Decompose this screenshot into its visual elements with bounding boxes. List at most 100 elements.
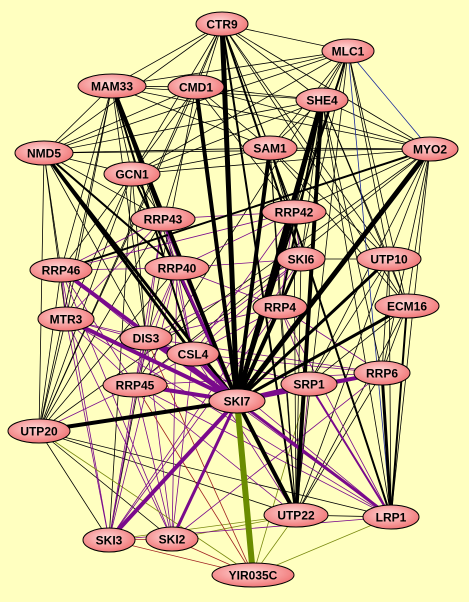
node-label: CTR9: [206, 18, 238, 32]
edge-utp20-rrp43: [38, 218, 164, 432]
edge-myo2-utp10: [388, 148, 431, 260]
edge-ski7-she4: [234, 97, 325, 404]
node-nmd5[interactable]: NMD5: [14, 140, 74, 166]
node-rrp6[interactable]: RRP6: [353, 360, 411, 386]
edge-ecm16-utp22: [295, 305, 408, 516]
node-label: SKI3: [96, 534, 123, 548]
edge-utp10-utp22: [295, 258, 390, 516]
node-rrp45[interactable]: RRP45: [102, 372, 168, 398]
node-sam1[interactable]: SAM1: [242, 135, 298, 161]
edge-mam33-sam1: [111, 85, 271, 149]
node-ski6[interactable]: SKI6: [276, 246, 326, 272]
node-srp1[interactable]: SRP1: [280, 371, 338, 397]
edge-nmd5-rrp43: [43, 152, 164, 220]
node-label: MTR3: [50, 313, 83, 327]
node-rrp43[interactable]: RRP43: [130, 206, 196, 232]
node-label: RRP42: [275, 206, 314, 220]
edge-mlc1-utp10: [347, 50, 390, 260]
node-ellipse: [356, 246, 422, 272]
node-rrp4[interactable]: RRP4: [252, 294, 308, 320]
node-label: NMD5: [27, 147, 61, 161]
node-utp10[interactable]: UTP10: [356, 246, 422, 272]
node-label: RRP45: [116, 379, 155, 393]
node-label: SKI7: [224, 395, 251, 409]
node-she4[interactable]: SHE4: [295, 87, 349, 113]
edge-she4-ecm16: [321, 99, 408, 307]
node-yir035c[interactable]: YIR035C: [211, 562, 295, 588]
edge-ctr9-utp22: [221, 23, 297, 516]
node-label: RRP6: [366, 367, 398, 381]
edge-ski7-sam1: [235, 146, 272, 403]
edge-ski7-utp10: [235, 257, 391, 403]
node-utp20[interactable]: UTP20: [7, 418, 71, 444]
edge-nmd5-mtr3: [43, 152, 67, 320]
edge-nmd5-dis3: [43, 152, 147, 339]
node-ellipse: [14, 140, 74, 166]
edge-ski2-mtr3: [65, 318, 173, 540]
edge-mlc1-ski6: [300, 50, 349, 260]
node-label: CSL4: [178, 348, 209, 362]
edge-ski2-rrp40: [171, 267, 178, 540]
edge-cmd1-myo2: [195, 86, 431, 150]
node-mtr3[interactable]: MTR3: [37, 306, 95, 332]
node-csl4[interactable]: CSL4: [166, 341, 220, 367]
edge-ski7-utp22: [235, 399, 298, 517]
edge-utp20-mam33: [38, 85, 113, 432]
node-ellipse: [401, 136, 459, 162]
edge-lrp1-she4: [321, 99, 392, 518]
edge-yir035c-dis3: [145, 337, 254, 576]
node-label: UTP10: [370, 253, 408, 267]
edge-rrp43-rrp45: [134, 218, 164, 386]
edge-yir035c-srp1: [252, 383, 310, 576]
edge-sam1-utp10: [269, 147, 390, 260]
edge-rrp43-csl4: [162, 218, 194, 355]
node-ellipse: [353, 360, 411, 386]
edge-ctr9-utp10: [221, 23, 390, 260]
edge-utp20-lrp1: [38, 430, 392, 518]
node-label: SAM1: [253, 142, 287, 156]
edge-mam33-myo2: [111, 85, 431, 150]
node-ski3[interactable]: SKI3: [82, 527, 136, 553]
node-rrp42[interactable]: RRP42: [261, 199, 327, 225]
node-myo2[interactable]: MYO2: [401, 136, 459, 162]
edge-lrp1-mlc1: [347, 50, 392, 518]
edge-ctr9-rrp43: [162, 23, 223, 220]
node-ecm16[interactable]: ECM16: [374, 293, 440, 319]
node-label: RRP40: [158, 262, 197, 276]
node-ellipse: [242, 135, 298, 161]
node-ctr9[interactable]: CTR9: [195, 11, 249, 37]
node-rrp46[interactable]: RRP46: [29, 257, 93, 283]
edge-ski2-csl4: [171, 353, 194, 540]
edge-ski7-cmd1: [194, 85, 239, 403]
node-utp22[interactable]: UTP22: [263, 502, 329, 528]
node-ellipse: [82, 527, 136, 553]
edge-nmd5-csl4: [42, 151, 195, 356]
edge-myo2-gcn1: [131, 148, 431, 175]
node-ski7[interactable]: SKI7: [208, 388, 266, 414]
edge-csl4-rrp6: [192, 353, 383, 374]
node-cmd1[interactable]: CMD1: [167, 74, 225, 100]
node-gcn1[interactable]: GCN1: [103, 161, 161, 187]
edge-utp10-srp1: [308, 258, 390, 385]
node-rrp40[interactable]: RRP40: [144, 255, 210, 281]
edge-mlc1-gcn1: [131, 50, 349, 175]
edge-cmd1-ski3: [108, 86, 197, 541]
node-lrp1[interactable]: LRP1: [362, 504, 420, 530]
node-label: YIR035C: [229, 569, 278, 583]
edge-rrp6-she4: [321, 99, 383, 374]
node-dis3[interactable]: DIS3: [119, 325, 173, 351]
node-ellipse: [7, 418, 71, 444]
node-ski2[interactable]: SKI2: [145, 526, 199, 552]
edge-ski7-ski3: [107, 399, 239, 542]
node-label: MYO2: [413, 143, 447, 157]
edge-rrp6-lrp1: [380, 371, 393, 519]
node-ellipse: [166, 341, 220, 367]
node-mlc1[interactable]: MLC1: [321, 38, 375, 64]
node-mam33[interactable]: MAM33: [77, 73, 147, 99]
edge-mam33-rrp46: [60, 85, 113, 271]
node-ellipse: [263, 502, 329, 528]
node-ellipse: [119, 325, 173, 351]
edge-myo2-lrp1: [390, 148, 431, 518]
edge-ski7-mtr3: [64, 317, 239, 403]
edge-rrp6-ski2: [171, 372, 383, 540]
